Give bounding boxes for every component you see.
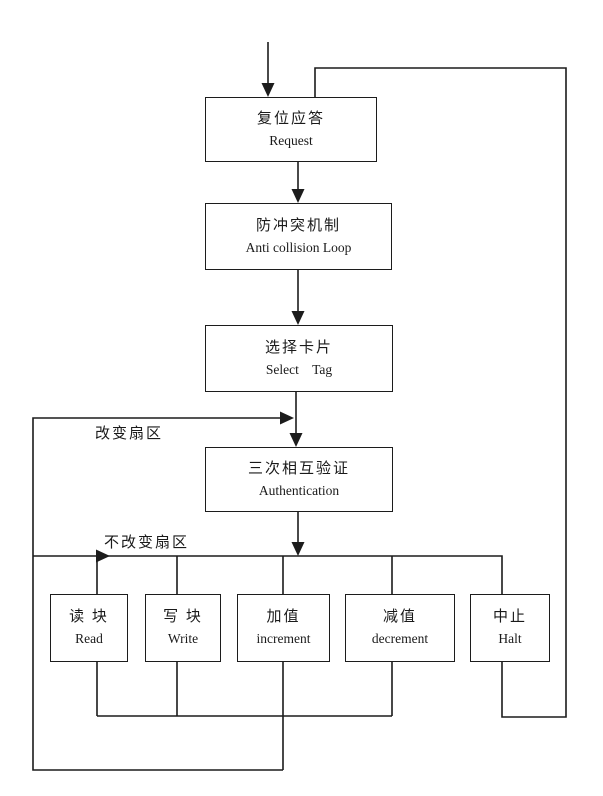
arrow-head — [289, 433, 303, 447]
arrow-head — [291, 311, 305, 325]
collector-lines — [96, 662, 393, 770]
node-select-tag-label-en: Select Tag — [265, 361, 333, 377]
edge-label-no-change-sector: 不改变扇区 — [104, 535, 190, 551]
edge-label-change-sector: 改变扇区 — [95, 426, 164, 442]
node-write-label-en: Write — [167, 631, 199, 647]
node-read-label-en: Read — [75, 631, 103, 647]
node-halt-label-zh: 中止 — [492, 609, 527, 626]
branch-drops — [96, 556, 393, 594]
node-authentication-label-zh: 三次相互验证 — [247, 460, 350, 477]
node-decrement: 减值 decrement — [345, 594, 455, 662]
node-select-tag: 选择卡片 Select Tag — [205, 325, 393, 392]
arrow-head — [291, 189, 305, 203]
node-halt: 中止 Halt — [470, 594, 550, 662]
node-anticollision: 防冲突机制 Anti collision Loop — [205, 203, 392, 270]
distribution-line — [33, 555, 503, 594]
node-increment-label-zh: 加值 — [266, 609, 301, 626]
node-increment: 加值 increment — [237, 594, 330, 662]
node-authentication-label-en: Authentication — [258, 482, 340, 498]
node-authentication: 三次相互验证 Authentication — [205, 447, 393, 512]
node-read: 读 块 Read — [50, 594, 128, 662]
node-halt-label-en: Halt — [498, 631, 522, 647]
node-request-label-en: Request — [269, 132, 313, 148]
arrow-head — [96, 549, 110, 563]
node-increment-label-en: increment — [256, 631, 311, 647]
node-request: 复位应答 Request — [205, 97, 377, 162]
arrow-head — [291, 542, 305, 556]
halt-return-loop — [314, 67, 567, 718]
arrow-head — [261, 83, 275, 97]
node-decrement-label-zh: 减值 — [382, 609, 417, 626]
node-read-label-zh: 读 块 — [69, 609, 109, 626]
return-left-loop — [32, 417, 283, 771]
node-write-label-zh: 写 块 — [163, 609, 203, 626]
node-select-tag-label-zh: 选择卡片 — [264, 339, 333, 356]
node-anticollision-label-zh: 防冲突机制 — [255, 217, 341, 234]
node-anticollision-label-en: Anti collision Loop — [245, 239, 352, 255]
node-write: 写 块 Write — [145, 594, 221, 662]
node-decrement-label-en: decrement — [371, 631, 429, 647]
arrow-head — [280, 411, 294, 425]
node-request-label-zh: 复位应答 — [256, 110, 325, 127]
